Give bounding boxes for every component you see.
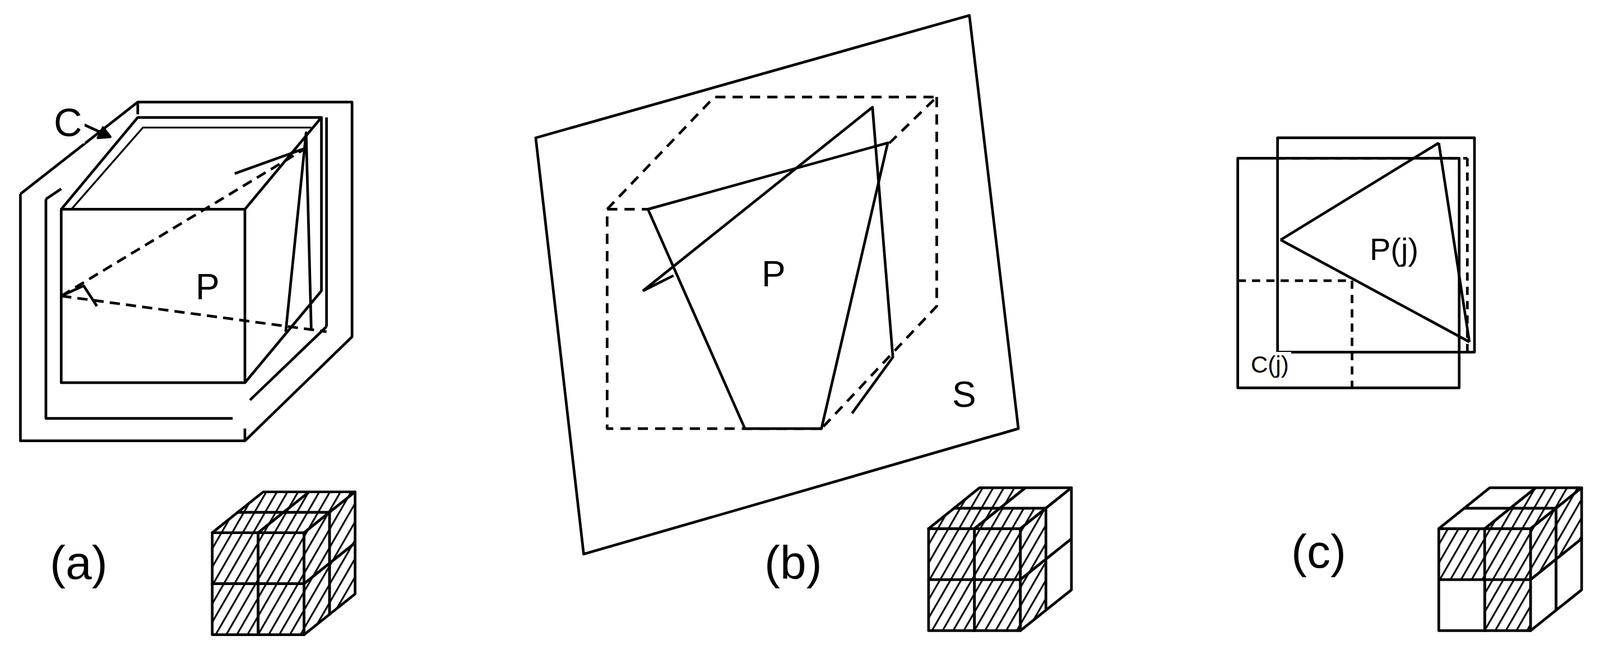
projection	[1237, 137, 1475, 388]
part-label: P(j)	[1367, 232, 1421, 267]
part-label: S	[949, 375, 979, 414]
leader-arrow	[83, 124, 110, 138]
figure-label: (c)	[1288, 526, 1349, 577]
plane-p	[642, 107, 893, 429]
dashed-cube	[606, 96, 937, 429]
part-label: C	[51, 101, 85, 144]
cube	[61, 117, 322, 383]
part-label: P	[193, 267, 222, 306]
part-label: P	[759, 254, 788, 294]
voxel-cube	[1438, 487, 1582, 631]
part-label: C(j)	[1248, 351, 1292, 378]
plane-p	[61, 132, 327, 332]
figure-label: (a)	[47, 538, 110, 588]
plane-s	[535, 15, 1019, 554]
voxel-cube	[928, 487, 1072, 631]
figure-label: (b)	[762, 538, 825, 588]
frame-c	[20, 101, 352, 442]
voxel-cube	[212, 492, 356, 635]
